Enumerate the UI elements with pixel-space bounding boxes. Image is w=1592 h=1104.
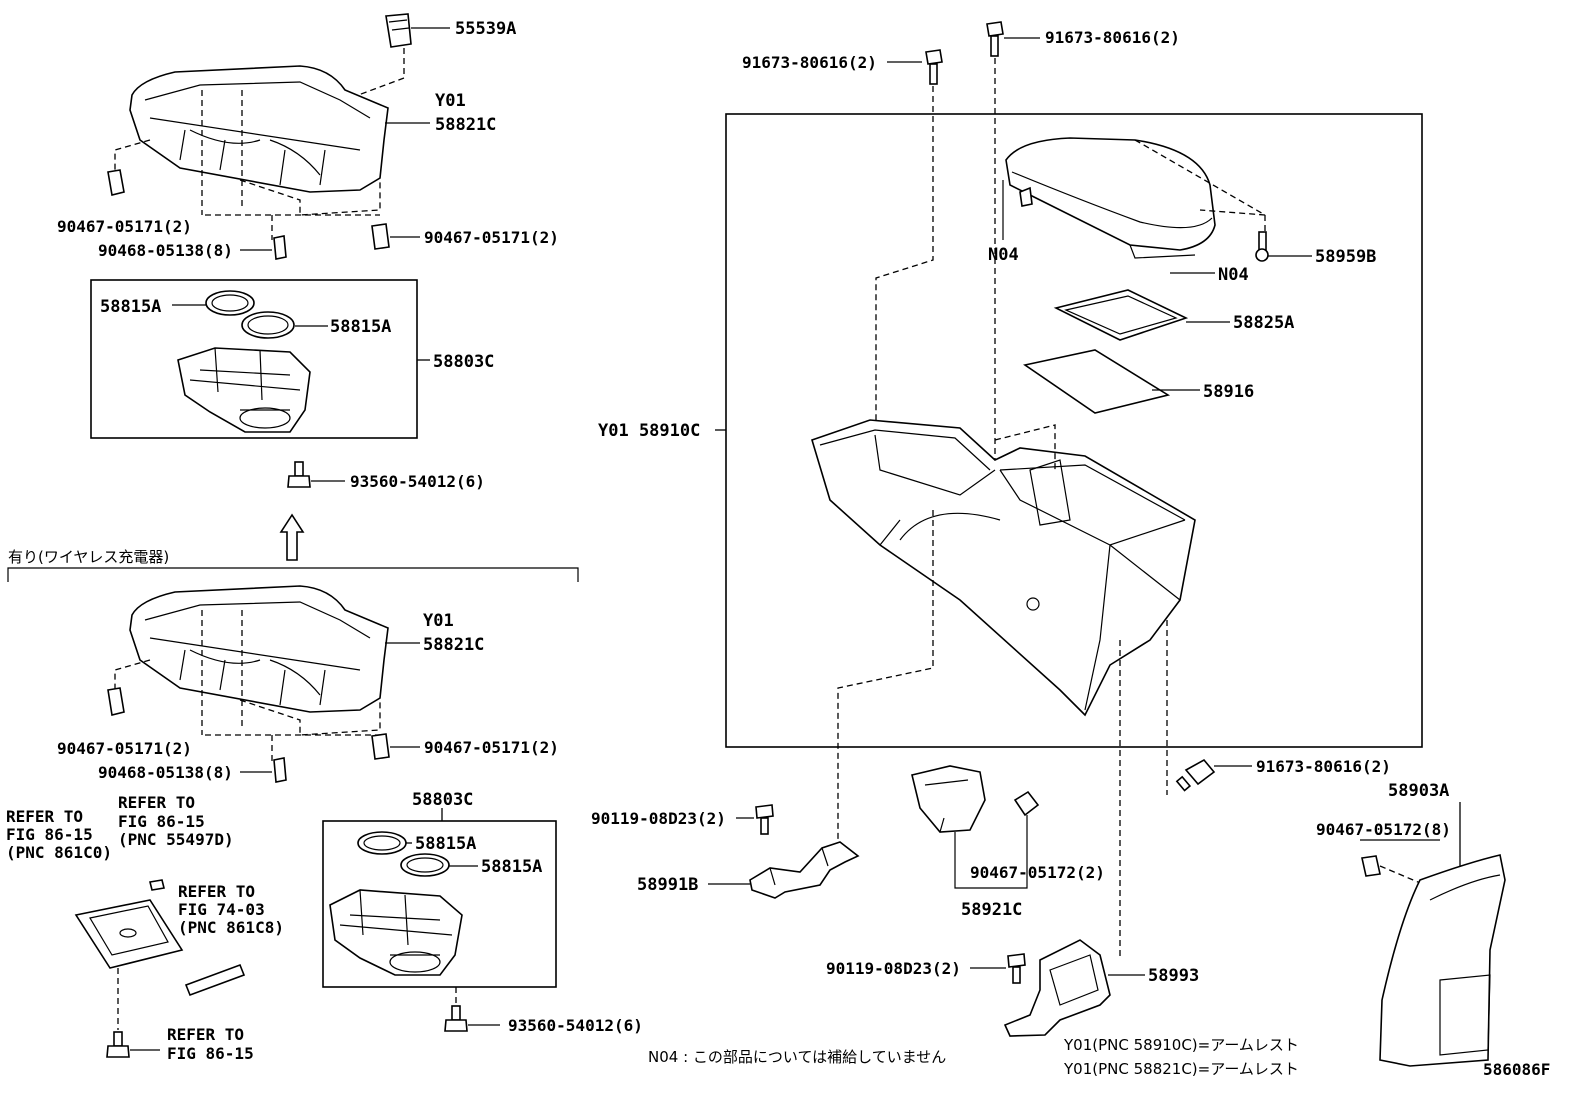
holder-58803C-bottom-illustration [329,889,463,976]
label-58821C-bottom: 58821C [423,635,484,655]
label-58921C: 58921C [961,900,1022,920]
label-90467-bottom-left: 90467-05171(2) [57,739,192,758]
holder-58803C-top-illustration [177,347,311,433]
ref2-line2: FIG 86-15 [118,812,205,831]
ring-58815A-d [400,853,450,877]
bolt-90119-b [1007,953,1026,984]
label-58815A-d: 58815A [481,857,542,877]
label-58821C-top: 58821C [435,115,496,135]
ref4-line1: REFER TO [167,1025,244,1044]
part-58821C-bottom-illustration [129,585,389,713]
ring-58815A-c [357,831,407,855]
label-90467-05172-2: 90467-05172(2) [970,863,1105,882]
clip-90467-05172-8 [1361,855,1381,877]
label-90467-bottom-right: 90467-05171(2) [424,738,559,757]
label-58991B: 58991B [637,875,698,895]
screw-93560-bottom [444,1005,468,1032]
label-y01-top: Y01 [435,91,466,111]
label-58993: 58993 [1148,966,1199,986]
mat-58916-illustration [1023,349,1171,414]
label-91673-a: 91673-80616(2) [742,53,877,72]
label-90467-top-right: 90467-05171(2) [424,228,559,247]
label-90467-05172-8: 90467-05172(8) [1316,820,1451,839]
clip-90467-bottom-right [371,733,390,760]
ref4-line2: FIG 86-15 [167,1044,254,1063]
label-58959B: 58959B [1315,247,1376,267]
label-55539A: 55539A [455,19,516,39]
label-58825A: 58825A [1233,313,1294,333]
screw-58959B [1255,231,1269,262]
label-58903A: 58903A [1388,781,1449,801]
label-90119-a: 90119-08D23(2) [591,809,726,828]
box-58803C-top [90,279,418,439]
panel-58903A-illustration [1379,854,1506,1067]
ref1-line1: REFER TO [6,807,83,826]
bracket-58991B-illustration [749,841,860,899]
console-body-58910C-illustration [811,419,1196,717]
label-58803C-bottom: 58803C [412,790,473,810]
label-93560-top: 93560-54012(6) [350,472,485,491]
clip-90467-top-left [107,169,125,196]
ref3-line1: REFER TO [178,882,255,901]
clip-90468-top [273,235,287,260]
ref2-line3: (PNC 55497D) [118,830,234,849]
diagram-id: 586086F [1483,1060,1550,1079]
label-58916: 58916 [1203,382,1254,402]
box-58803C-bottom [322,820,557,988]
clip-90468-bottom [273,757,287,783]
screw-93560-top [287,461,311,488]
label-58803C-top: 58803C [433,352,494,372]
ref1-line3: (PNC 861C0) [6,843,112,862]
label-90468-bottom: 90468-05138(8) [98,763,233,782]
label-93560-bottom: 93560-54012(6) [508,1016,643,1035]
group-label-wireless-charger: 有り(ワイヤレス充電器) [8,548,169,566]
label-91673-c: 91673-80616(2) [1256,757,1391,776]
label-91673-b: 91673-80616(2) [1045,28,1180,47]
clip-90467-top-right [371,223,390,250]
bolt-91673-c [1175,758,1216,792]
note-n04: N04 : この部品については補給していません [648,1048,946,1066]
label-90468-top: 90468-05138(8) [98,241,233,260]
label-90467-top-left: 90467-05171(2) [57,217,192,236]
ref1-line2: FIG 86-15 [6,825,93,844]
part-58821C-top-illustration [129,65,389,193]
bolt-90119-a [755,804,774,835]
wireless-charger-illustration [74,879,246,997]
note-y01-58910C: Y01(PNC 58910C)=アームレスト [1063,1036,1299,1054]
up-arrow-icon [279,513,305,561]
label-58815A-c: 58815A [415,834,476,854]
ref3-line3: (PNC 861C8) [178,918,284,937]
ref2-line1: REFER TO [118,793,195,812]
armrest-lid-illustration [1005,137,1216,259]
bolt-91673-b [986,21,1004,57]
note-y01-58821C: Y01(PNC 58821C)=アームレスト [1063,1060,1299,1078]
label-58815A-b: 58815A [330,317,391,337]
label-58815A-a: 58815A [100,297,161,317]
ref3-line2: FIG 74-03 [178,900,265,919]
label-58910C: Y01 58910C [598,421,700,441]
bracket-58993-illustration [1003,939,1111,1037]
cover-58921C-illustration [911,765,1040,833]
bolt-91673-a [925,49,943,85]
part-55539A-illustration [385,13,412,48]
label-90119-b: 90119-08D23(2) [826,959,961,978]
label-n04-b: N04 [1218,265,1249,285]
label-n04-a: N04 [988,245,1019,265]
label-y01-bottom: Y01 [423,611,454,631]
clip-90467-bottom-left [107,687,125,716]
screw-refer-86-15 [106,1031,130,1058]
tray-58825A-illustration [1053,289,1189,341]
